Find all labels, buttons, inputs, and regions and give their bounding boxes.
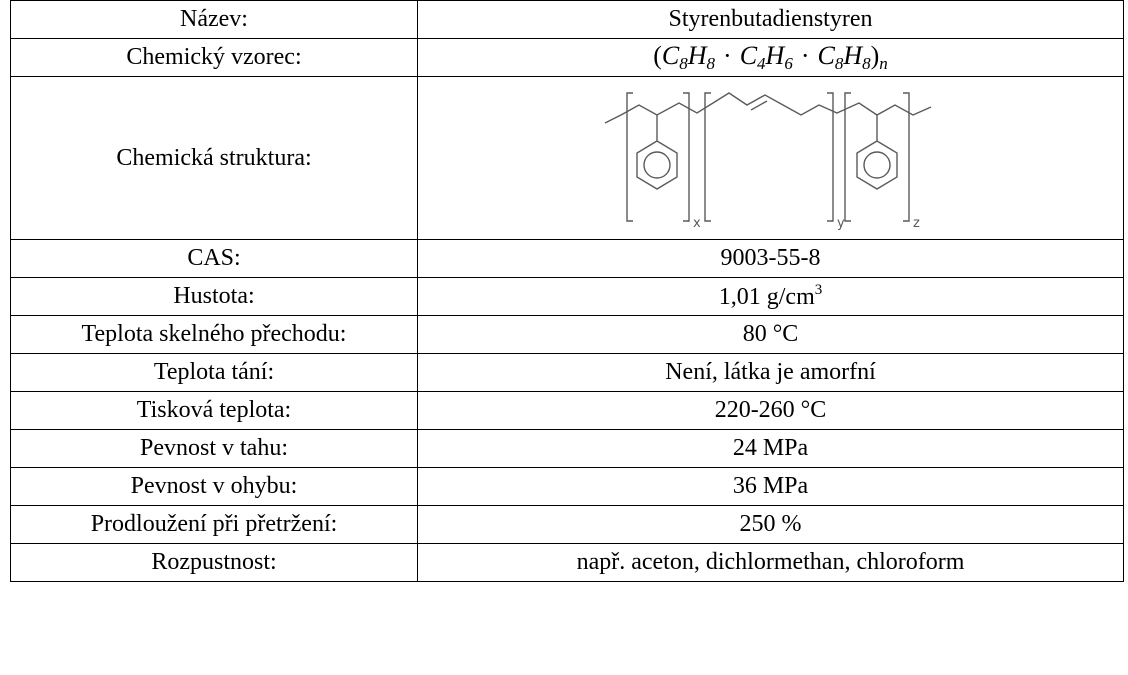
row-value: 36 MPa [417,467,1124,506]
repeat-subscript-x: x [693,216,701,231]
table-row: CAS: 9003-55-8 [10,239,1124,278]
row-label: Název: [10,0,418,39]
table-row: Rozpustnost: např. aceton, dichlormethan… [10,543,1124,582]
formula-subscript: 8 [834,53,844,73]
row-value: 24 MPa [417,429,1124,468]
density-exponent: 3 [814,282,823,299]
formula-symbol: C [739,40,758,70]
row-value: 80 °C [417,315,1124,354]
formula-paren-open: ( [653,40,662,70]
formula-symbol: H [843,40,863,70]
table-row: Chemický vzorec: (C8H8·C4H6·C8H8)n [10,38,1124,77]
bracket-left-z [843,92,851,222]
repeat-subscript-z: z [913,216,920,231]
row-value: Není, látka je amorfní [417,353,1124,392]
benzene-ring [855,140,898,190]
table-row: Název: Styrenbutadienstyren [10,0,1124,39]
formula-subscript: 8 [679,53,688,73]
chemical-formula: (C8H8·C4H6·C8H8)n [417,38,1124,77]
formula-subscript: 6 [784,53,793,73]
row-value: např. aceton, dichlormethan, chloroform [417,543,1124,582]
row-label: Pevnost v ohybu: [10,467,418,506]
formula-symbol: H [765,40,785,70]
row-value: 250 % [417,505,1124,544]
table-row: Pevnost v tahu: 24 MPa [10,429,1124,468]
row-value: Styrenbutadienstyren [417,0,1124,39]
bracket-left-x [625,92,633,222]
row-label: Teplota tání: [10,353,418,392]
formula-subscript: 8 [706,53,716,73]
formula-dot: · [723,40,732,70]
table-row: Pevnost v ohybu: 36 MPa [10,467,1124,506]
repeat-subscript-y: y [837,216,845,231]
chemical-structure-diagram: x y z [604,92,931,231]
aromatic-circle [862,151,891,179]
row-label: Hustota: [10,277,418,316]
formula-symbol: H [687,40,707,70]
chemical-structure-cell: x y z [417,76,1124,240]
formula-paren-close: ) [870,40,880,70]
table-row: Teplota tání: Není, látka je amorfní [10,353,1124,392]
polymer-backbone [604,92,931,124]
formula-subscript: 4 [757,53,766,73]
table-row: Teplota skelného přechodu: 80 °C [10,315,1124,354]
table-row: Hustota: 1,01 g/cm3 [10,277,1124,316]
formula-subscript: 8 [862,53,871,73]
row-label: Tisková teplota: [10,391,418,430]
row-value: 220-260 °C [417,391,1124,430]
row-label: Chemická struktura: [10,76,418,240]
benzene-ring [635,140,678,190]
row-label: Pevnost v tahu: [10,429,418,468]
table-row: Prodloužení při přetržení: 250 % [10,505,1124,544]
bracket-right-z [902,92,910,222]
bracket-right-x [682,92,690,222]
row-value: 9003-55-8 [417,239,1124,278]
row-value-density: 1,01 g/cm3 [417,277,1124,316]
aromatic-circle [642,151,671,179]
bracket-right-y [826,92,834,222]
table-row: Chemická struktura: [10,76,1124,240]
formula-symbol: C [661,40,680,70]
double-bond [750,100,767,111]
formula-subscript-n: n [879,53,888,73]
row-label: Rozpustnost: [10,543,418,582]
bracket-left-y [703,92,711,222]
formula-dot: · [800,40,810,70]
row-label: Chemický vzorec: [10,38,418,77]
formula-symbol: C [817,40,835,70]
row-label: CAS: [10,239,418,278]
row-label: Prodloužení při přetržení: [10,505,418,544]
density-value: 1,01 g/cm [718,284,815,311]
properties-table: Název: Styrenbutadienstyren Chemický vzo… [10,0,1124,582]
table-row: Tisková teplota: 220-260 °C [10,391,1124,430]
row-label: Teplota skelného přechodu: [10,315,418,354]
